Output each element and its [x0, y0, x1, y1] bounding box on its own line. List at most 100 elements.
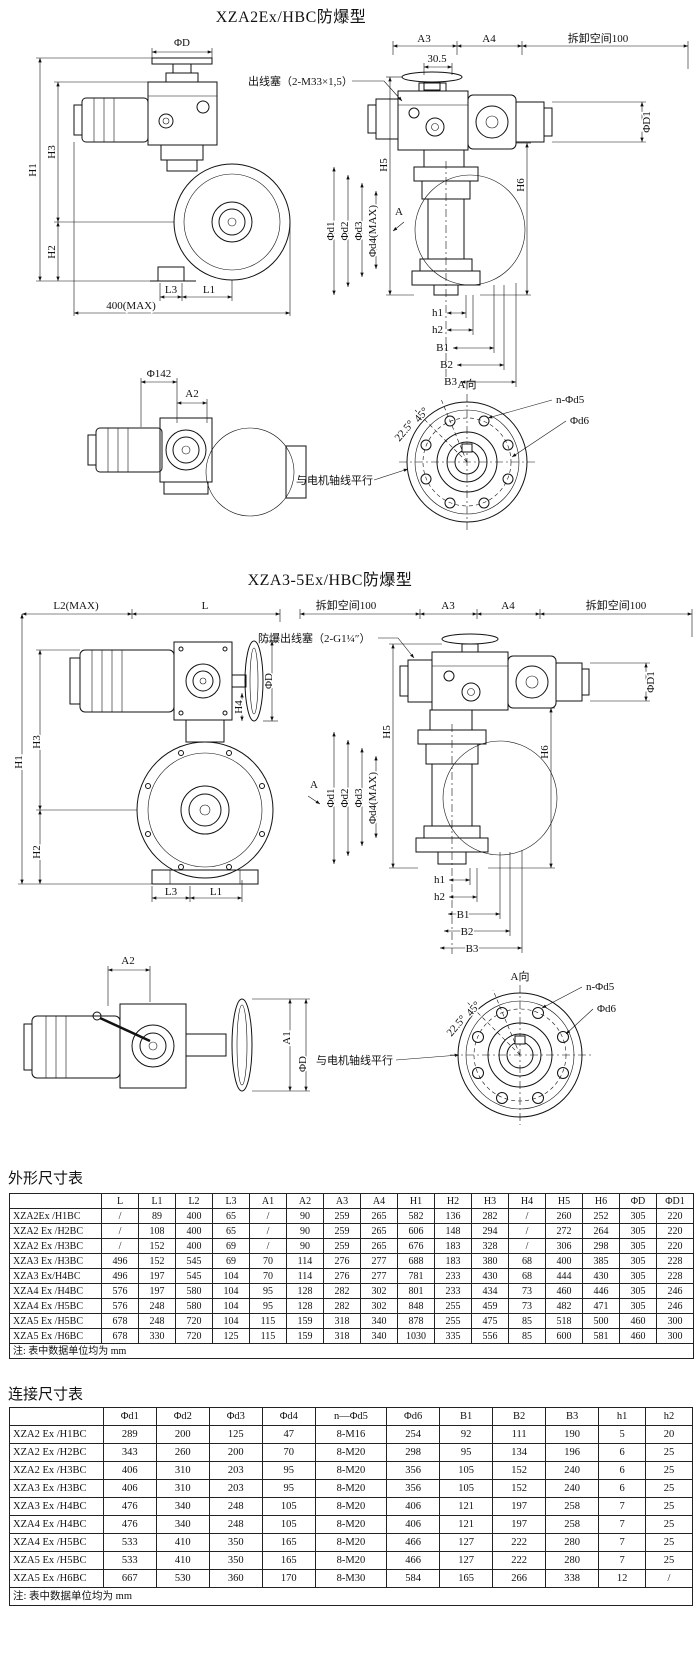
column-header: H4 [508, 1193, 546, 1209]
removal-space-label: 拆卸空间100 [316, 598, 377, 612]
value-cell: 410 [155, 1533, 210, 1552]
value-cell: 340 [155, 1497, 210, 1516]
value-cell: 385 [582, 1253, 620, 1269]
value-cell: 305 [619, 1208, 657, 1224]
column-header: n—Φd5 [314, 1407, 388, 1426]
value-cell: 197 [492, 1497, 547, 1516]
value-cell: 73 [508, 1298, 546, 1314]
dim-L2max-label: L2(MAX) [53, 600, 99, 612]
value-cell: 105 [439, 1461, 494, 1480]
value-cell: 280 [545, 1533, 600, 1552]
value-cell: 220 [656, 1238, 694, 1254]
value-cell: 152 [492, 1461, 547, 1480]
value-cell: 848 [397, 1298, 435, 1314]
value-cell: 89 [138, 1208, 176, 1224]
value-cell: 196 [545, 1443, 600, 1462]
xza2-side-view: A3 A4 拆卸空间100 30.5 出线塞（2-M33×1,5） [248, 30, 689, 388]
value-cell: 108 [138, 1223, 176, 1239]
value-cell: 406 [102, 1461, 157, 1480]
dim-A2-label: A2 [185, 388, 198, 400]
value-cell: 200 [155, 1425, 210, 1444]
dim-nphid5-label: n-Φd5 [556, 394, 585, 406]
value-cell: 289 [102, 1425, 157, 1444]
value-cell: 676 [397, 1238, 435, 1254]
value-cell: 302 [360, 1298, 398, 1314]
value-cell: 7 [598, 1551, 647, 1570]
section-arrow-A-label: A [395, 206, 403, 218]
value-cell: 90 [286, 1208, 324, 1224]
column-header: H5 [545, 1193, 583, 1209]
value-cell: 350 [208, 1533, 263, 1552]
value-cell: / [249, 1238, 287, 1254]
value-cell: 380 [471, 1253, 509, 1269]
value-cell: 300 [656, 1328, 694, 1344]
value-cell: 318 [323, 1328, 361, 1344]
value-cell: 7 [598, 1515, 647, 1534]
value-cell: 111 [492, 1425, 547, 1444]
value-cell: 246 [656, 1283, 694, 1299]
value-cell: 446 [582, 1283, 620, 1299]
value-cell: 25 [645, 1533, 693, 1552]
dim-A1-label: A1 [281, 1031, 293, 1044]
value-cell: 104 [212, 1298, 250, 1314]
dim-A2-label: A2 [121, 955, 134, 967]
column-header: A2 [286, 1193, 324, 1209]
dim-L3-label: L3 [165, 284, 178, 296]
dim-phiD-label: ΦD [263, 673, 275, 689]
dim-B1-label: B1 [436, 342, 449, 354]
column-header: A3 [323, 1193, 361, 1209]
model-cell: XZA2 Ex /H2BC [9, 1443, 104, 1462]
column-header: Φd4 [261, 1407, 316, 1426]
value-cell: 406 [386, 1515, 441, 1534]
value-cell: 255 [434, 1298, 472, 1314]
value-cell: 264 [582, 1223, 620, 1239]
dim-A3-label: A3 [417, 33, 431, 45]
dim-400max-label: 400(MAX) [106, 300, 156, 312]
value-cell: 25 [645, 1551, 693, 1570]
dim-phiD-label: ΦD [297, 1056, 309, 1072]
value-cell: 240 [545, 1461, 600, 1480]
value-cell: 8-M20 [314, 1551, 388, 1570]
value-cell: 338 [545, 1569, 600, 1588]
value-cell: 8-M30 [314, 1569, 388, 1588]
value-cell: 678 [101, 1313, 139, 1329]
value-cell: 265 [360, 1238, 398, 1254]
value-cell: 298 [582, 1238, 620, 1254]
parallel-axis-label: 与电机轴线平行 [296, 473, 373, 487]
value-cell: / [249, 1208, 287, 1224]
value-cell: 6 [598, 1443, 647, 1462]
value-cell: 545 [175, 1253, 213, 1269]
value-cell: 8-M20 [314, 1497, 388, 1516]
dim-45deg-label: 45° [464, 999, 483, 1019]
dim-phid6-label: Φd6 [570, 415, 590, 427]
value-cell: 197 [492, 1515, 547, 1534]
model-cell: XZA2 Ex /H3BC [9, 1238, 102, 1254]
value-cell: 159 [286, 1313, 324, 1329]
value-cell: 282 [471, 1208, 509, 1224]
value-cell: 115 [249, 1328, 287, 1344]
removal-space-label: 拆卸空间100 [568, 31, 629, 45]
value-cell: 92 [439, 1425, 494, 1444]
value-cell: 360 [208, 1569, 263, 1588]
value-cell: 260 [545, 1208, 583, 1224]
model-cell: XZA4 Ex /H5BC [9, 1298, 102, 1314]
dim-225deg-label: 22.5° [393, 418, 417, 444]
column-header: ΦD [619, 1193, 657, 1209]
outline-table-title: 外形尺寸表 [8, 1171, 84, 1187]
value-cell: 90 [286, 1223, 324, 1239]
value-cell: 530 [155, 1569, 210, 1588]
value-cell: 277 [360, 1268, 398, 1284]
ex-cable-gland-label: 防爆出线塞（2-G1¼″） [258, 631, 370, 645]
dim-phid2-label: Φd2 [339, 221, 351, 240]
value-cell: 255 [434, 1313, 472, 1329]
value-cell: / [508, 1223, 546, 1239]
column-header: B3 [545, 1407, 600, 1426]
value-cell: 248 [208, 1515, 263, 1534]
value-cell: 258 [545, 1515, 600, 1534]
value-cell: / [508, 1208, 546, 1224]
value-cell: 125 [208, 1425, 263, 1444]
xza2-bottom-view: Φ142 A2 [87, 367, 307, 517]
